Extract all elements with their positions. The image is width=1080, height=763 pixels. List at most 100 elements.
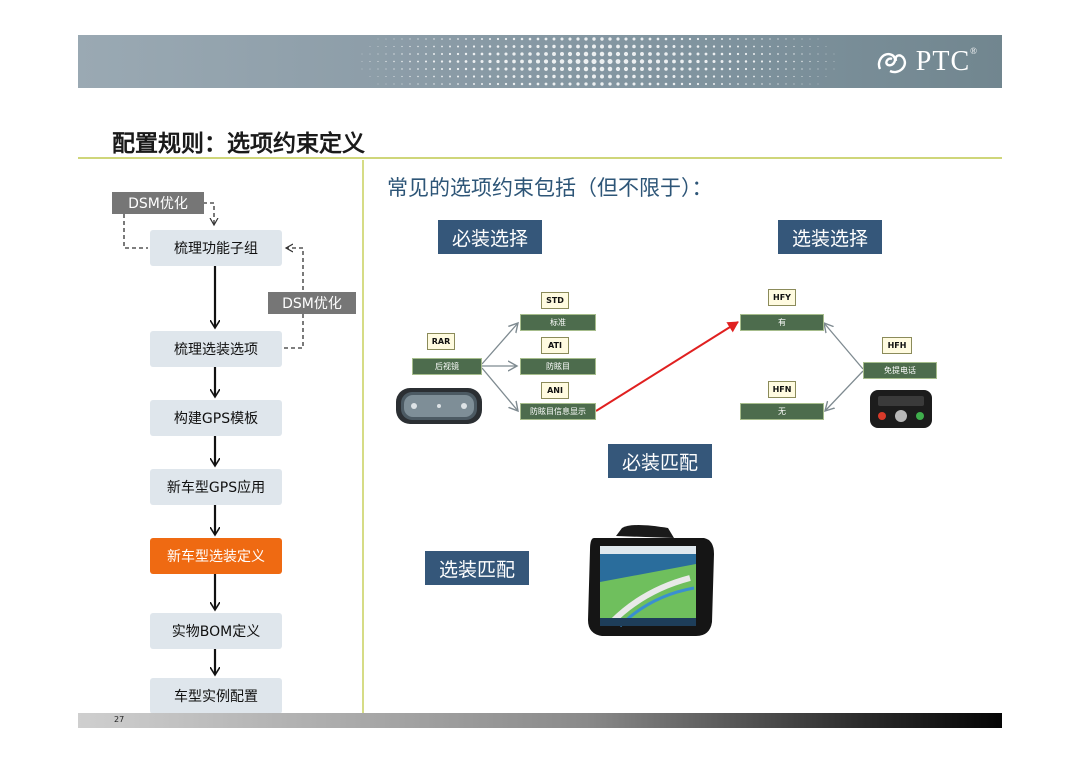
constraints-heading: 常见的选项约束包括（但不限于）：	[387, 176, 713, 200]
header-dot	[632, 82, 636, 86]
header-dot	[440, 67, 444, 71]
header-dot	[544, 44, 548, 49]
header-dot	[361, 53, 363, 55]
header-dot	[433, 53, 435, 55]
header-dot	[736, 45, 740, 48]
step-sort-function-subgroup: 梳理功能子组	[150, 230, 282, 266]
header-dot	[817, 83, 819, 85]
header-dot	[401, 75, 403, 78]
header-dot	[425, 60, 427, 63]
header-dot	[696, 75, 700, 78]
header-dot	[648, 52, 652, 56]
header-dot	[825, 76, 827, 77]
header-dot	[752, 52, 756, 56]
header-dot	[528, 67, 532, 71]
header-dot	[817, 46, 819, 47]
header-dot	[761, 38, 763, 40]
header-dot	[457, 83, 459, 85]
header-dot	[712, 59, 716, 64]
header-dot	[680, 45, 684, 48]
header-dot	[425, 83, 427, 85]
header-dot	[793, 45, 795, 48]
header-dot	[504, 37, 508, 41]
header-dot	[777, 75, 779, 78]
header-dot	[761, 53, 763, 55]
header-dot	[551, 59, 557, 64]
header-dot	[520, 45, 524, 48]
header-dot	[825, 61, 827, 62]
header-dot	[393, 60, 395, 63]
header-dot	[769, 75, 771, 78]
header-dot	[584, 44, 588, 49]
header-dot	[536, 82, 540, 86]
header-dot	[520, 67, 524, 71]
header-dot	[568, 74, 572, 79]
header-dot	[688, 37, 692, 41]
header-dot	[640, 82, 644, 86]
step-new-model-gps-application: 新车型GPS应用	[150, 469, 282, 505]
header-dot	[535, 59, 541, 64]
header-dot	[688, 75, 692, 78]
header-dot	[456, 45, 460, 48]
header-dot	[409, 53, 411, 55]
header-dot	[672, 52, 676, 56]
header-dot	[801, 60, 803, 63]
header-dot	[785, 38, 787, 40]
header-dot	[560, 74, 564, 79]
header-dot	[425, 45, 427, 48]
header-dot	[623, 59, 629, 64]
header-dot	[544, 74, 548, 79]
header-dot	[473, 38, 475, 40]
header-dot	[615, 66, 621, 72]
header-dot	[496, 45, 500, 48]
header-dot	[656, 37, 660, 41]
header-dot	[785, 83, 787, 85]
header-dot	[664, 52, 668, 56]
header-dot	[688, 45, 692, 48]
header-dot	[504, 52, 508, 56]
header-dot	[504, 45, 508, 48]
header-dot	[583, 59, 589, 64]
header-dot	[599, 51, 605, 57]
header-dot	[825, 53, 827, 55]
header-dot	[801, 83, 803, 85]
header-dot	[544, 37, 548, 41]
header-dot	[599, 58, 605, 65]
header-dot	[457, 38, 459, 40]
header-dot	[449, 83, 451, 85]
header-dot	[793, 38, 795, 40]
header-dot	[377, 60, 379, 63]
header-dot	[512, 52, 516, 56]
header-dot	[488, 67, 492, 71]
step-sort-optional-options: 梳理选装选项	[150, 331, 282, 367]
header-dot	[401, 45, 403, 48]
header-dot	[433, 75, 435, 78]
header-dot	[575, 51, 581, 57]
header-dot	[465, 83, 467, 85]
header-dot	[624, 44, 628, 49]
header-dot	[793, 60, 795, 63]
header-dot	[696, 82, 700, 86]
header-dot	[496, 75, 500, 78]
header-dot	[728, 52, 732, 56]
header-dot	[688, 67, 692, 71]
header-dot	[632, 74, 636, 79]
header-dot	[448, 67, 452, 71]
header-dot	[600, 37, 604, 41]
header-dot	[769, 68, 771, 70]
header-dot	[552, 44, 556, 49]
header-dot	[543, 59, 549, 64]
box-std-standard: 标准	[520, 314, 596, 331]
header-dot	[528, 59, 532, 64]
header-dot	[456, 75, 460, 78]
header-dot	[696, 45, 700, 48]
header-dot-pattern	[361, 37, 835, 86]
header-dot	[512, 75, 516, 78]
header-dot	[512, 37, 516, 41]
header-dot	[584, 37, 588, 41]
header-dot	[729, 83, 731, 85]
header-dot	[680, 59, 684, 64]
box-hfy-yes: 有	[740, 314, 824, 331]
header-dot	[576, 37, 580, 41]
header-dot	[745, 83, 747, 85]
